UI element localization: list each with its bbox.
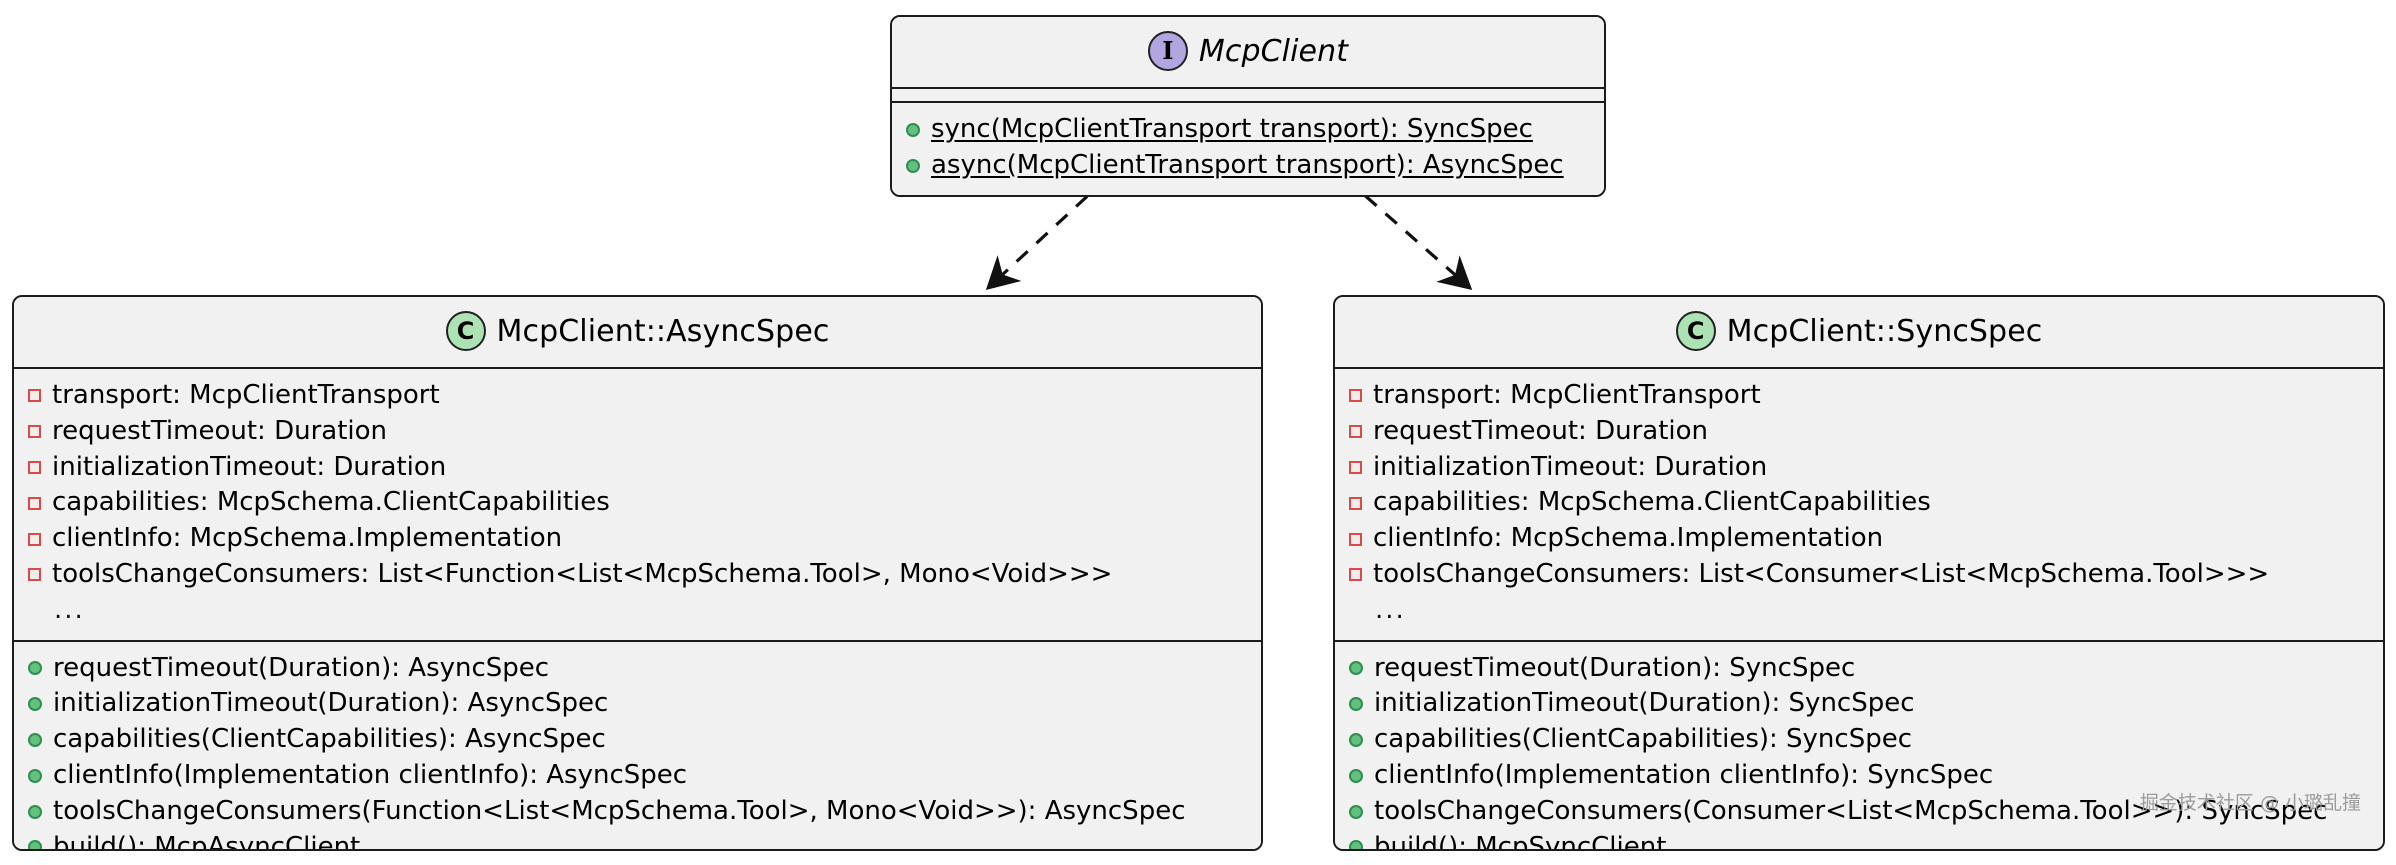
method-row[interactable]: toolsChangeConsumers(Consumer<List<McpSc… <box>1335 794 2383 830</box>
attribute-label: clientInfo: McpSchema.Implementation <box>52 523 563 554</box>
method-row[interactable]: capabilities(ClientCapabilities): SyncSp… <box>1335 722 2383 758</box>
public-visibility-icon <box>1349 661 1363 676</box>
method-row[interactable]: requestTimeout(Duration): SyncSpec <box>1335 651 2383 687</box>
public-visibility-icon <box>1349 733 1363 748</box>
private-visibility-icon <box>1349 532 1362 546</box>
class-box-mcpclient[interactable]: I McpClient sync(McpClientTransport tran… <box>890 15 1606 197</box>
methods-compartment: sync(McpClientTransport transport): Sync… <box>892 101 1604 195</box>
method-label: capabilities(ClientCapabilities): AsyncS… <box>53 724 606 755</box>
method-row[interactable]: async(McpClientTransport transport): Asy… <box>892 148 1604 184</box>
public-visibility-icon <box>28 661 42 676</box>
attribute-label: capabilities: McpSchema.ClientCapabiliti… <box>52 487 610 518</box>
class-title: McpClient::SyncSpec <box>1726 313 2043 349</box>
method-label: clientInfo(Implementation clientInfo): A… <box>53 759 688 790</box>
method-row[interactable]: requestTimeout(Duration): AsyncSpec <box>14 651 1261 687</box>
attribute-label: toolsChangeConsumers: List<Consumer<List… <box>1373 558 2270 589</box>
attribute-label: transport: McpClientTransport <box>1373 380 1761 410</box>
attribute-row[interactable]: requestTimeout: Duration <box>14 414 1261 450</box>
method-row[interactable]: build(): McpAsyncClient <box>14 830 1261 851</box>
private-visibility-icon <box>1349 460 1362 474</box>
attribute-row[interactable]: clientInfo: McpSchema.Implementation <box>14 521 1261 557</box>
method-label: build(): McpAsyncClient <box>53 831 361 851</box>
method-label: requestTimeout(Duration): SyncSpec <box>1374 652 1856 683</box>
private-visibility-icon <box>28 460 41 474</box>
public-visibility-icon <box>28 840 42 849</box>
class-box-syncspec[interactable]: C McpClient::SyncSpec transport: McpClie… <box>1333 295 2385 851</box>
class-header-mcpclient: I McpClient <box>892 17 1604 87</box>
public-visibility-icon <box>906 122 920 137</box>
methods-compartment: requestTimeout(Duration): AsyncSpec init… <box>14 639 1261 851</box>
attribute-row[interactable]: initializationTimeout: Duration <box>14 450 1261 486</box>
method-row[interactable]: clientInfo(Implementation clientInfo): S… <box>1335 758 2383 794</box>
attributes-more-indicator: ... <box>1375 594 1406 625</box>
class-icon: C <box>1675 311 1716 351</box>
attribute-row[interactable]: toolsChangeConsumers: List<Function<List… <box>14 557 1261 593</box>
public-visibility-icon <box>1349 768 1363 783</box>
private-visibility-icon <box>28 389 41 403</box>
attributes-compartment-empty <box>892 87 1604 101</box>
attributes-compartment: transport: McpClientTransport requestTim… <box>14 367 1261 640</box>
attribute-label: requestTimeout: Duration <box>52 415 387 446</box>
public-visibility-icon <box>906 158 920 173</box>
public-visibility-icon <box>28 733 42 748</box>
private-visibility-icon <box>1349 496 1362 510</box>
interface-icon: I <box>1147 31 1188 71</box>
private-visibility-icon <box>28 496 41 510</box>
attribute-row[interactable]: capabilities: McpSchema.ClientCapabiliti… <box>1335 485 2383 521</box>
method-row[interactable]: toolsChangeConsumers(Function<List<McpSc… <box>14 794 1261 830</box>
class-header-asyncspec: C McpClient::AsyncSpec <box>14 297 1261 367</box>
attributes-compartment: transport: McpClientTransport requestTim… <box>1335 367 2383 640</box>
method-label: sync(McpClientTransport transport): Sync… <box>931 114 1533 144</box>
public-visibility-icon <box>1349 804 1363 819</box>
class-box-asyncspec[interactable]: C McpClient::AsyncSpec transport: McpCli… <box>12 295 1263 851</box>
method-label: initializationTimeout(Duration): SyncSpe… <box>1374 688 1915 719</box>
method-label: requestTimeout(Duration): AsyncSpec <box>53 652 550 683</box>
attribute-label: initializationTimeout: Duration <box>1373 451 1768 482</box>
method-row[interactable]: build(): McpSyncClient <box>1335 830 2383 851</box>
method-label: clientInfo(Implementation clientInfo): S… <box>1374 759 1994 790</box>
class-title: McpClient::AsyncSpec <box>496 313 830 349</box>
attribute-row[interactable]: capabilities: McpSchema.ClientCapabiliti… <box>14 485 1261 521</box>
method-label: initializationTimeout(Duration): AsyncSp… <box>53 688 609 719</box>
method-row[interactable]: sync(McpClientTransport transport): Sync… <box>892 112 1604 148</box>
method-label: toolsChangeConsumers(Function<List<McpSc… <box>53 795 1186 826</box>
methods-compartment: requestTimeout(Duration): SyncSpec initi… <box>1335 639 2383 851</box>
attributes-more-indicator: ... <box>54 594 85 625</box>
public-visibility-icon <box>1349 697 1363 712</box>
method-row[interactable]: initializationTimeout(Duration): SyncSpe… <box>1335 686 2383 722</box>
private-visibility-icon <box>28 568 41 582</box>
method-label: capabilities(ClientCapabilities): SyncSp… <box>1374 724 1913 755</box>
attribute-label: initializationTimeout: Duration <box>52 451 447 482</box>
method-label: toolsChangeConsumers(Consumer<List<McpSc… <box>1374 795 2328 826</box>
attribute-row[interactable]: requestTimeout: Duration <box>1335 414 2383 450</box>
private-visibility-icon <box>1349 425 1362 439</box>
class-title: McpClient <box>1198 33 1349 69</box>
attribute-row[interactable]: transport: McpClientTransport <box>14 378 1261 414</box>
attribute-row[interactable]: clientInfo: McpSchema.Implementation <box>1335 521 2383 557</box>
private-visibility-icon <box>1349 568 1362 582</box>
attribute-label: transport: McpClientTransport <box>52 380 440 410</box>
public-visibility-icon <box>28 697 42 712</box>
private-visibility-icon <box>1349 389 1362 403</box>
method-label: async(McpClientTransport transport): Asy… <box>931 149 1564 180</box>
attribute-label: toolsChangeConsumers: List<Function<List… <box>52 558 1113 589</box>
public-visibility-icon <box>1349 840 1363 849</box>
attribute-label: capabilities: McpSchema.ClientCapabiliti… <box>1373 487 1931 518</box>
private-visibility-icon <box>28 425 41 439</box>
method-label: build(): McpSyncClient <box>1374 831 1667 851</box>
class-header-syncspec: C McpClient::SyncSpec <box>1335 297 2383 367</box>
attribute-label: requestTimeout: Duration <box>1373 415 1708 446</box>
class-icon: C <box>445 311 486 351</box>
attribute-label: clientInfo: McpSchema.Implementation <box>1373 523 1884 554</box>
private-visibility-icon <box>28 532 41 546</box>
method-row[interactable]: clientInfo(Implementation clientInfo): A… <box>14 758 1261 794</box>
public-visibility-icon <box>28 768 42 783</box>
watermark: 掘金技术社区 @ 小璐乱撞 <box>2139 792 2361 814</box>
attribute-row[interactable]: transport: McpClientTransport <box>1335 378 2383 414</box>
public-visibility-icon <box>28 804 42 819</box>
method-row[interactable]: capabilities(ClientCapabilities): AsyncS… <box>14 722 1261 758</box>
attribute-row[interactable]: initializationTimeout: Duration <box>1335 450 2383 486</box>
method-row[interactable]: initializationTimeout(Duration): AsyncSp… <box>14 686 1261 722</box>
attribute-row[interactable]: toolsChangeConsumers: List<Consumer<List… <box>1335 557 2383 593</box>
